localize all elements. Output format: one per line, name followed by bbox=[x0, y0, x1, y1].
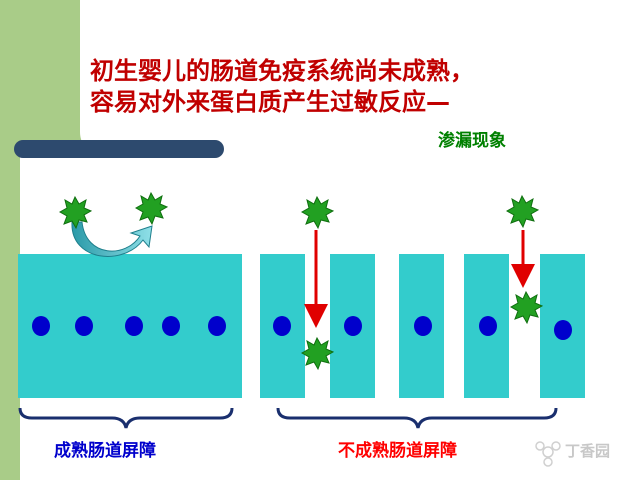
nucleus-dot bbox=[554, 320, 572, 340]
nucleus-dot bbox=[208, 316, 226, 336]
allergen-particle-icon bbox=[505, 194, 540, 229]
immature-brace bbox=[276, 407, 558, 429]
nucleus-dot bbox=[479, 316, 497, 336]
nucleus-dot bbox=[162, 316, 180, 336]
nucleus-dot bbox=[125, 316, 143, 336]
allergen-particle-icon bbox=[58, 195, 93, 230]
allergen-particle-icon bbox=[509, 290, 544, 325]
nucleus-dot bbox=[414, 316, 432, 336]
bounce-arrow-icon bbox=[71, 221, 153, 257]
watermark-text: 丁香园 bbox=[565, 442, 611, 460]
nucleus-dot bbox=[344, 316, 362, 336]
allergen-particle-icon bbox=[300, 195, 335, 230]
nucleus-dot bbox=[32, 316, 50, 336]
allergen-particle-icon bbox=[134, 191, 169, 226]
immature-barrier-label: 不成熟肠道屏障 bbox=[338, 441, 457, 461]
decor-green-side bbox=[0, 150, 20, 480]
nucleus-dot bbox=[273, 316, 291, 336]
mature-barrier-label: 成熟肠道屏障 bbox=[54, 441, 156, 461]
allergen-particle-icon bbox=[300, 336, 335, 371]
decor-navy-bar bbox=[14, 140, 224, 158]
mature-brace bbox=[18, 407, 234, 429]
title-line-1: 初生婴儿的肠道免疫系统尚未成熟， bbox=[90, 57, 474, 85]
header-panel bbox=[80, 0, 640, 158]
diagram-title: 初生婴儿的肠道免疫系统尚未成熟， 容易对外来蛋白质产生过敏反应— bbox=[90, 56, 474, 118]
title-line-2: 容易对外来蛋白质产生过敏反应— bbox=[90, 88, 450, 116]
cell-nuclei bbox=[32, 316, 572, 340]
nucleus-dot bbox=[75, 316, 93, 336]
diagram-subtitle: 渗漏现象 bbox=[438, 131, 506, 151]
watermark-logo bbox=[535, 441, 561, 467]
